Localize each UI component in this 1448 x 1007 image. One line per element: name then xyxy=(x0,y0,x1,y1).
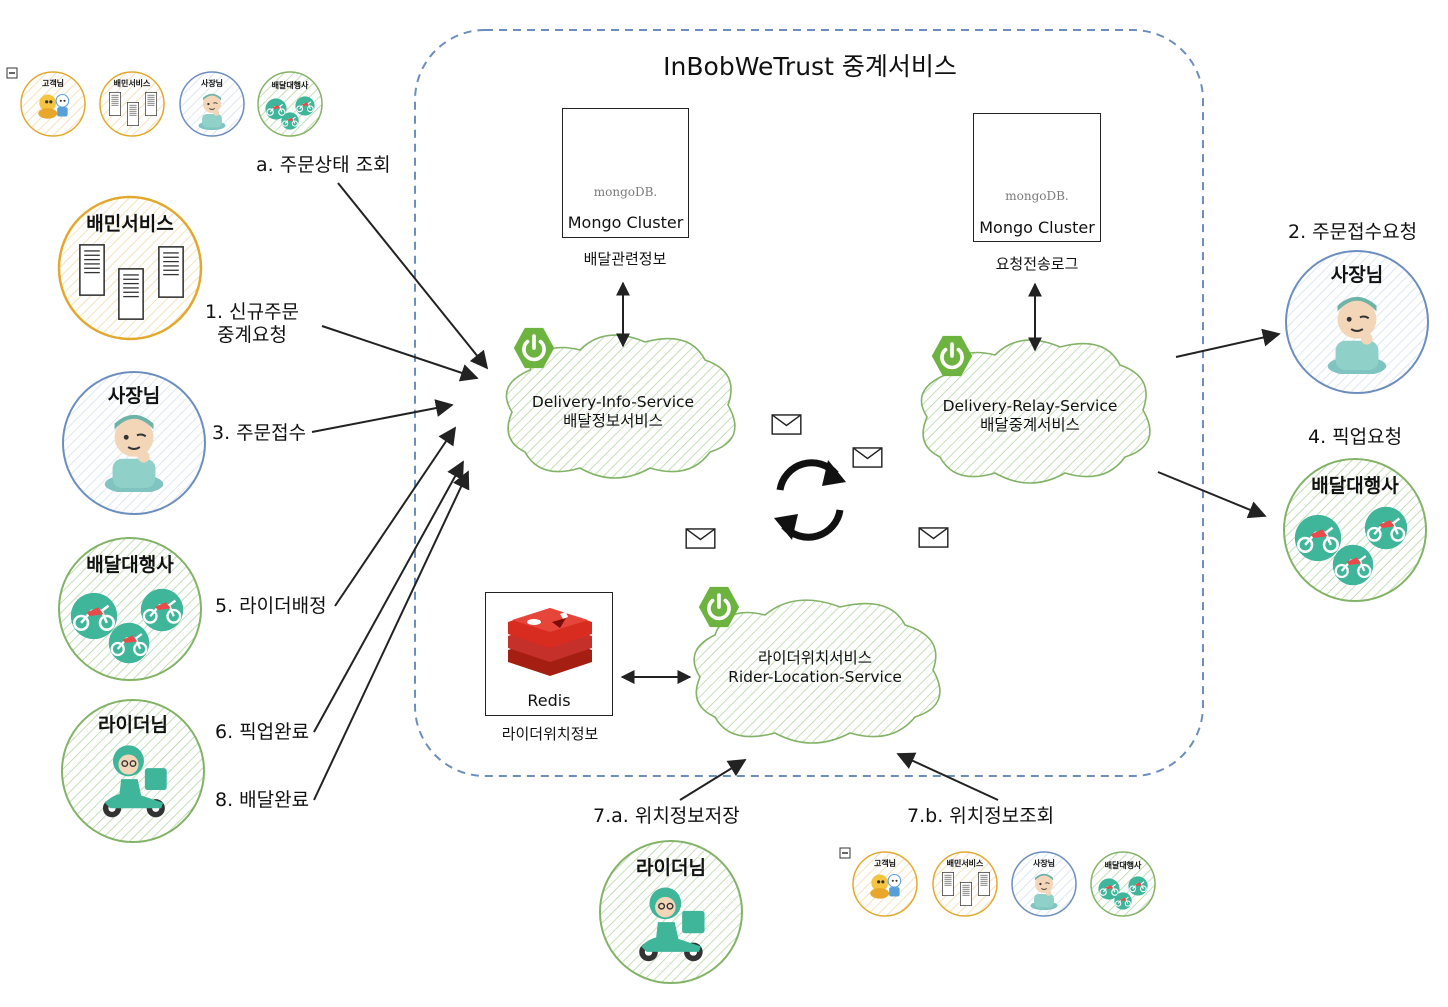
message-envelope-icon xyxy=(852,447,883,468)
actor-owner-name: 사장님 xyxy=(107,385,161,407)
service-name-ko: 배달정보서비스 xyxy=(563,412,663,431)
step-label-3: 3. 주문접수 xyxy=(212,422,307,444)
actor-rider-bottom-name: 라이더님 xyxy=(636,857,706,879)
server-icon xyxy=(941,872,955,896)
mongo-caption: 요청전송로그 xyxy=(995,255,1079,273)
mongo-cluster-label: Mongo Cluster xyxy=(567,213,684,232)
step-label-a: a. 주문상태 조회 xyxy=(256,154,391,176)
legend-owner-label: 사장님 xyxy=(1032,859,1056,868)
mongo-cluster-label: Mongo Cluster xyxy=(979,218,1095,237)
actor-rider-name: 라이더님 xyxy=(98,714,168,736)
motorcycle-icon xyxy=(294,96,316,116)
step-label-5: 5. 라이더배정 xyxy=(215,595,327,617)
customer-icon xyxy=(869,873,902,900)
service-name-en: Rider-Location-Service xyxy=(728,668,902,687)
service-delivery-info: Delivery-Info-Service 배달정보서비스 xyxy=(515,393,711,432)
cloud-rider-location xyxy=(693,599,941,744)
legend-agency-label: 배달대행사 xyxy=(1104,861,1142,870)
mongo-caption: 배달관련정보 xyxy=(583,250,667,268)
server-icon xyxy=(78,244,106,296)
motorcycle-icon xyxy=(280,112,300,130)
service-delivery-relay: Delivery-Relay-Service 배달중계서비스 xyxy=(930,397,1130,436)
redis-label: Redis xyxy=(527,691,571,710)
step-label-4: 4. 픽업요청 xyxy=(1308,426,1403,448)
service-name-en: Delivery-Info-Service xyxy=(531,393,695,411)
mongo-cluster-box: mongoDB. Mongo Cluster xyxy=(973,113,1101,242)
system-boundary xyxy=(414,29,1204,777)
redis-caption: 라이더위치정보 xyxy=(501,725,599,743)
motorcycle-icon xyxy=(1127,876,1149,896)
legend-customer-label: 고객님 xyxy=(873,859,897,868)
motorcycle-icon xyxy=(1331,544,1375,586)
legend-baemin-label: 배민서비스 xyxy=(113,79,151,88)
motorcycle-icon xyxy=(1113,892,1133,910)
mongodb-logo-text: mongoDB. xyxy=(593,185,658,199)
legend-customer-label: 고객님 xyxy=(41,79,65,88)
step-label-7b: 7.b. 위치정보조회 xyxy=(907,805,1055,827)
actor-agency-right-circle xyxy=(1283,458,1427,602)
step-label-2: 2. 주문접수요청 xyxy=(1288,221,1418,243)
motorcycle-icon xyxy=(69,592,119,640)
step-label-8: 8. 배달완료 xyxy=(215,789,310,811)
server-icon xyxy=(959,882,973,906)
message-envelope-icon xyxy=(771,414,802,435)
message-envelope-icon xyxy=(918,527,949,548)
step-label-6: 6. 픽업완료 xyxy=(215,721,310,743)
actor-agency-right-name: 배달대행사 xyxy=(1311,475,1399,497)
motorcycle-icon xyxy=(139,588,185,632)
customer-icon xyxy=(37,93,70,120)
redis-box: Redis xyxy=(485,592,613,716)
legend-agency-label: 배달대행사 xyxy=(271,81,309,90)
server-icon xyxy=(977,872,991,896)
actor-agency-circle xyxy=(58,537,202,681)
motorcycle-icon xyxy=(107,622,151,664)
server-icon xyxy=(157,246,185,298)
step-label-7a: 7.a. 위치정보저장 xyxy=(593,805,740,827)
actor-baemin-name: 배민서비스 xyxy=(86,213,174,235)
motorcycle-icon xyxy=(1293,514,1343,562)
legend-baemin-label: 배민서비스 xyxy=(946,859,984,868)
actor-owner-right-name: 사장님 xyxy=(1330,264,1384,286)
actor-baemin-circle xyxy=(57,195,203,341)
mongo-cluster-box: mongoDB. Mongo Cluster xyxy=(562,108,689,238)
legend-owner-label: 사장님 xyxy=(200,79,224,88)
service-name-en: Delivery-Relay-Service xyxy=(942,397,1118,415)
diagram-title: InBobWeTrust 중계서비스 xyxy=(663,52,957,81)
redis-logo-icon xyxy=(508,608,592,676)
server-icon xyxy=(144,92,158,116)
step-label-1: 1. 신규주문 중계요청 xyxy=(204,301,300,346)
server-icon xyxy=(108,92,122,116)
service-rider-location: 라이더위치서비스 Rider-Location-Service xyxy=(712,649,918,688)
actor-agency-name: 배달대행사 xyxy=(86,554,174,576)
service-name-ko: 배달중계서비스 xyxy=(980,416,1080,435)
mongodb-logo-text: mongoDB. xyxy=(1005,189,1069,203)
service-name-ko: 라이더위치서비스 xyxy=(757,649,873,667)
flow-arrows xyxy=(311,182,1281,801)
server-icon xyxy=(117,268,145,320)
server-icon xyxy=(126,102,140,126)
motorcycle-icon xyxy=(1363,506,1409,550)
message-envelope-icon xyxy=(685,528,716,549)
